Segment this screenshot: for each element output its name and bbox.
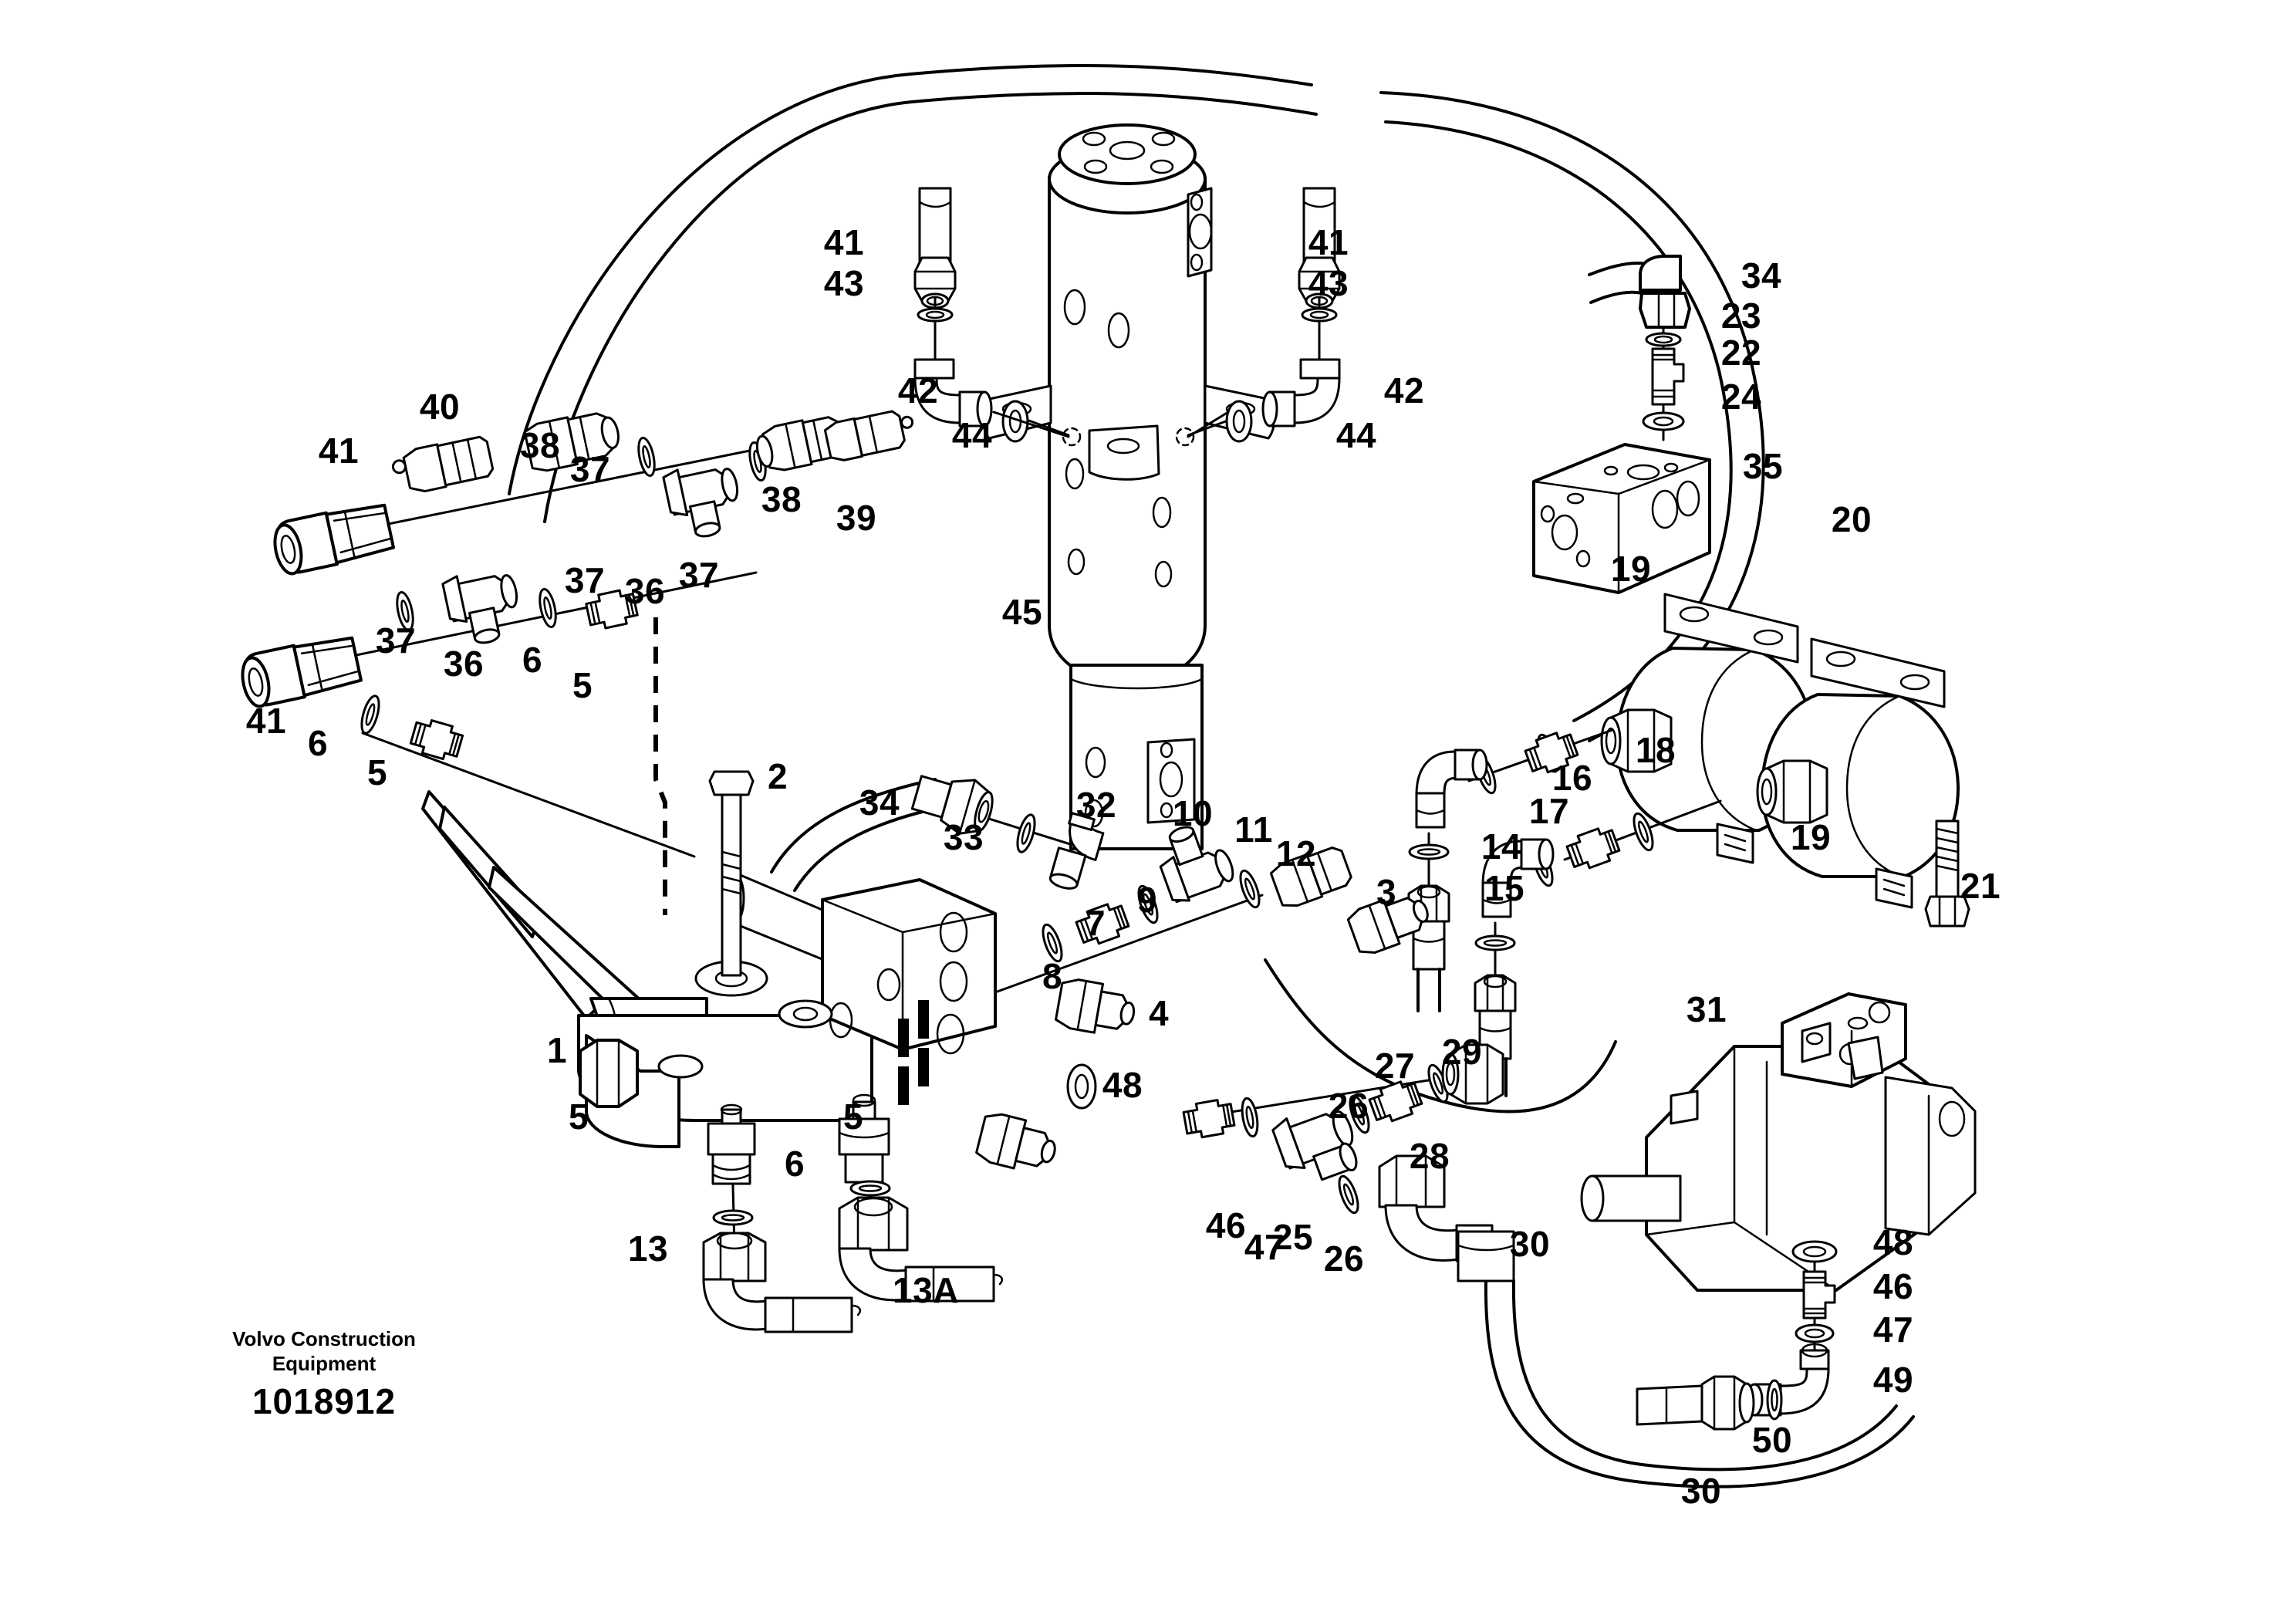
callout-46: 46: [1205, 1205, 1247, 1245]
callout-25: 25: [1272, 1217, 1314, 1257]
callout-13a: 13A: [893, 1270, 959, 1310]
callout-41: 41: [1308, 222, 1349, 262]
callout-50: 50: [1751, 1420, 1793, 1460]
callout-42: 42: [897, 370, 939, 411]
callout-30: 30: [1680, 1471, 1722, 1511]
callout-21: 21: [1960, 866, 2001, 906]
callout-13: 13: [627, 1228, 669, 1269]
callout-44: 44: [951, 415, 993, 455]
callout-26: 26: [1328, 1086, 1369, 1126]
callout-39: 39: [836, 498, 877, 538]
callout-17: 17: [1528, 791, 1570, 831]
callout-37: 37: [569, 449, 611, 489]
callout-27: 27: [1374, 1046, 1416, 1086]
callout-46: 46: [1872, 1266, 1914, 1306]
callout-34: 34: [859, 782, 900, 823]
callout-12: 12: [1275, 833, 1317, 874]
callout-2: 2: [767, 756, 788, 796]
callout-22: 22: [1720, 333, 1762, 373]
brand-line-1: Volvo Construction: [232, 1327, 416, 1350]
callout-42: 42: [1383, 370, 1425, 411]
callout-6: 6: [307, 723, 329, 763]
callout-28: 28: [1409, 1136, 1450, 1176]
callout-26: 26: [1323, 1238, 1365, 1279]
callout-36: 36: [624, 571, 666, 611]
callout-9: 9: [1136, 880, 1158, 920]
callout-5: 5: [842, 1097, 864, 1137]
callout-48: 48: [1872, 1222, 1914, 1262]
callout-37: 37: [375, 620, 417, 661]
callout-41: 41: [245, 701, 287, 741]
callout-43: 43: [823, 263, 865, 303]
callout-19: 19: [1610, 549, 1652, 589]
callout-30: 30: [1509, 1224, 1551, 1264]
callout-11: 11: [1234, 809, 1273, 850]
callout-5: 5: [572, 665, 593, 705]
brand-line-2: Equipment: [272, 1351, 376, 1375]
callout-45: 45: [1001, 592, 1043, 632]
callout-47: 47: [1872, 1309, 1914, 1350]
callout-29: 29: [1441, 1032, 1483, 1072]
callout-24: 24: [1720, 377, 1762, 417]
callout-14: 14: [1481, 826, 1522, 867]
callout-35: 35: [1742, 446, 1784, 486]
callout-40: 40: [419, 387, 461, 427]
drawing-number: 1018912: [252, 1381, 397, 1422]
callout-37: 37: [678, 555, 720, 595]
callout-44: 44: [1335, 415, 1377, 455]
callout-5: 5: [366, 752, 388, 792]
callout-31: 31: [1686, 989, 1727, 1029]
callout-4: 4: [1148, 993, 1170, 1033]
callout-33: 33: [943, 817, 984, 857]
callout-8: 8: [1042, 956, 1063, 996]
callout-47: 47: [1244, 1227, 1285, 1267]
callout-32: 32: [1075, 785, 1117, 825]
callout-5: 5: [568, 1097, 589, 1137]
callout-34: 34: [1741, 255, 1782, 296]
callout-3: 3: [1376, 872, 1397, 912]
callout-15: 15: [1484, 868, 1525, 908]
callout-49: 49: [1872, 1360, 1914, 1400]
callout-1: 1: [546, 1030, 568, 1070]
callout-6: 6: [784, 1144, 805, 1184]
callout-41: 41: [823, 222, 865, 262]
callout-43: 43: [1308, 263, 1349, 303]
title-block: Volvo Construction Equipment 1018912: [189, 1327, 459, 1422]
callout-19: 19: [1790, 817, 1832, 857]
callout-20: 20: [1831, 499, 1872, 539]
callout-23: 23: [1720, 296, 1762, 336]
callout-16: 16: [1551, 758, 1593, 798]
callout-48: 48: [1102, 1065, 1143, 1105]
callout-36: 36: [443, 644, 485, 684]
callout-38: 38: [761, 479, 802, 519]
callout-38: 38: [519, 425, 561, 465]
callout-37: 37: [564, 560, 606, 600]
callout-41: 41: [318, 431, 360, 471]
callout-7: 7: [1085, 903, 1106, 943]
callout-18: 18: [1635, 730, 1676, 770]
callout-10: 10: [1172, 793, 1214, 833]
callout-6: 6: [522, 640, 543, 680]
